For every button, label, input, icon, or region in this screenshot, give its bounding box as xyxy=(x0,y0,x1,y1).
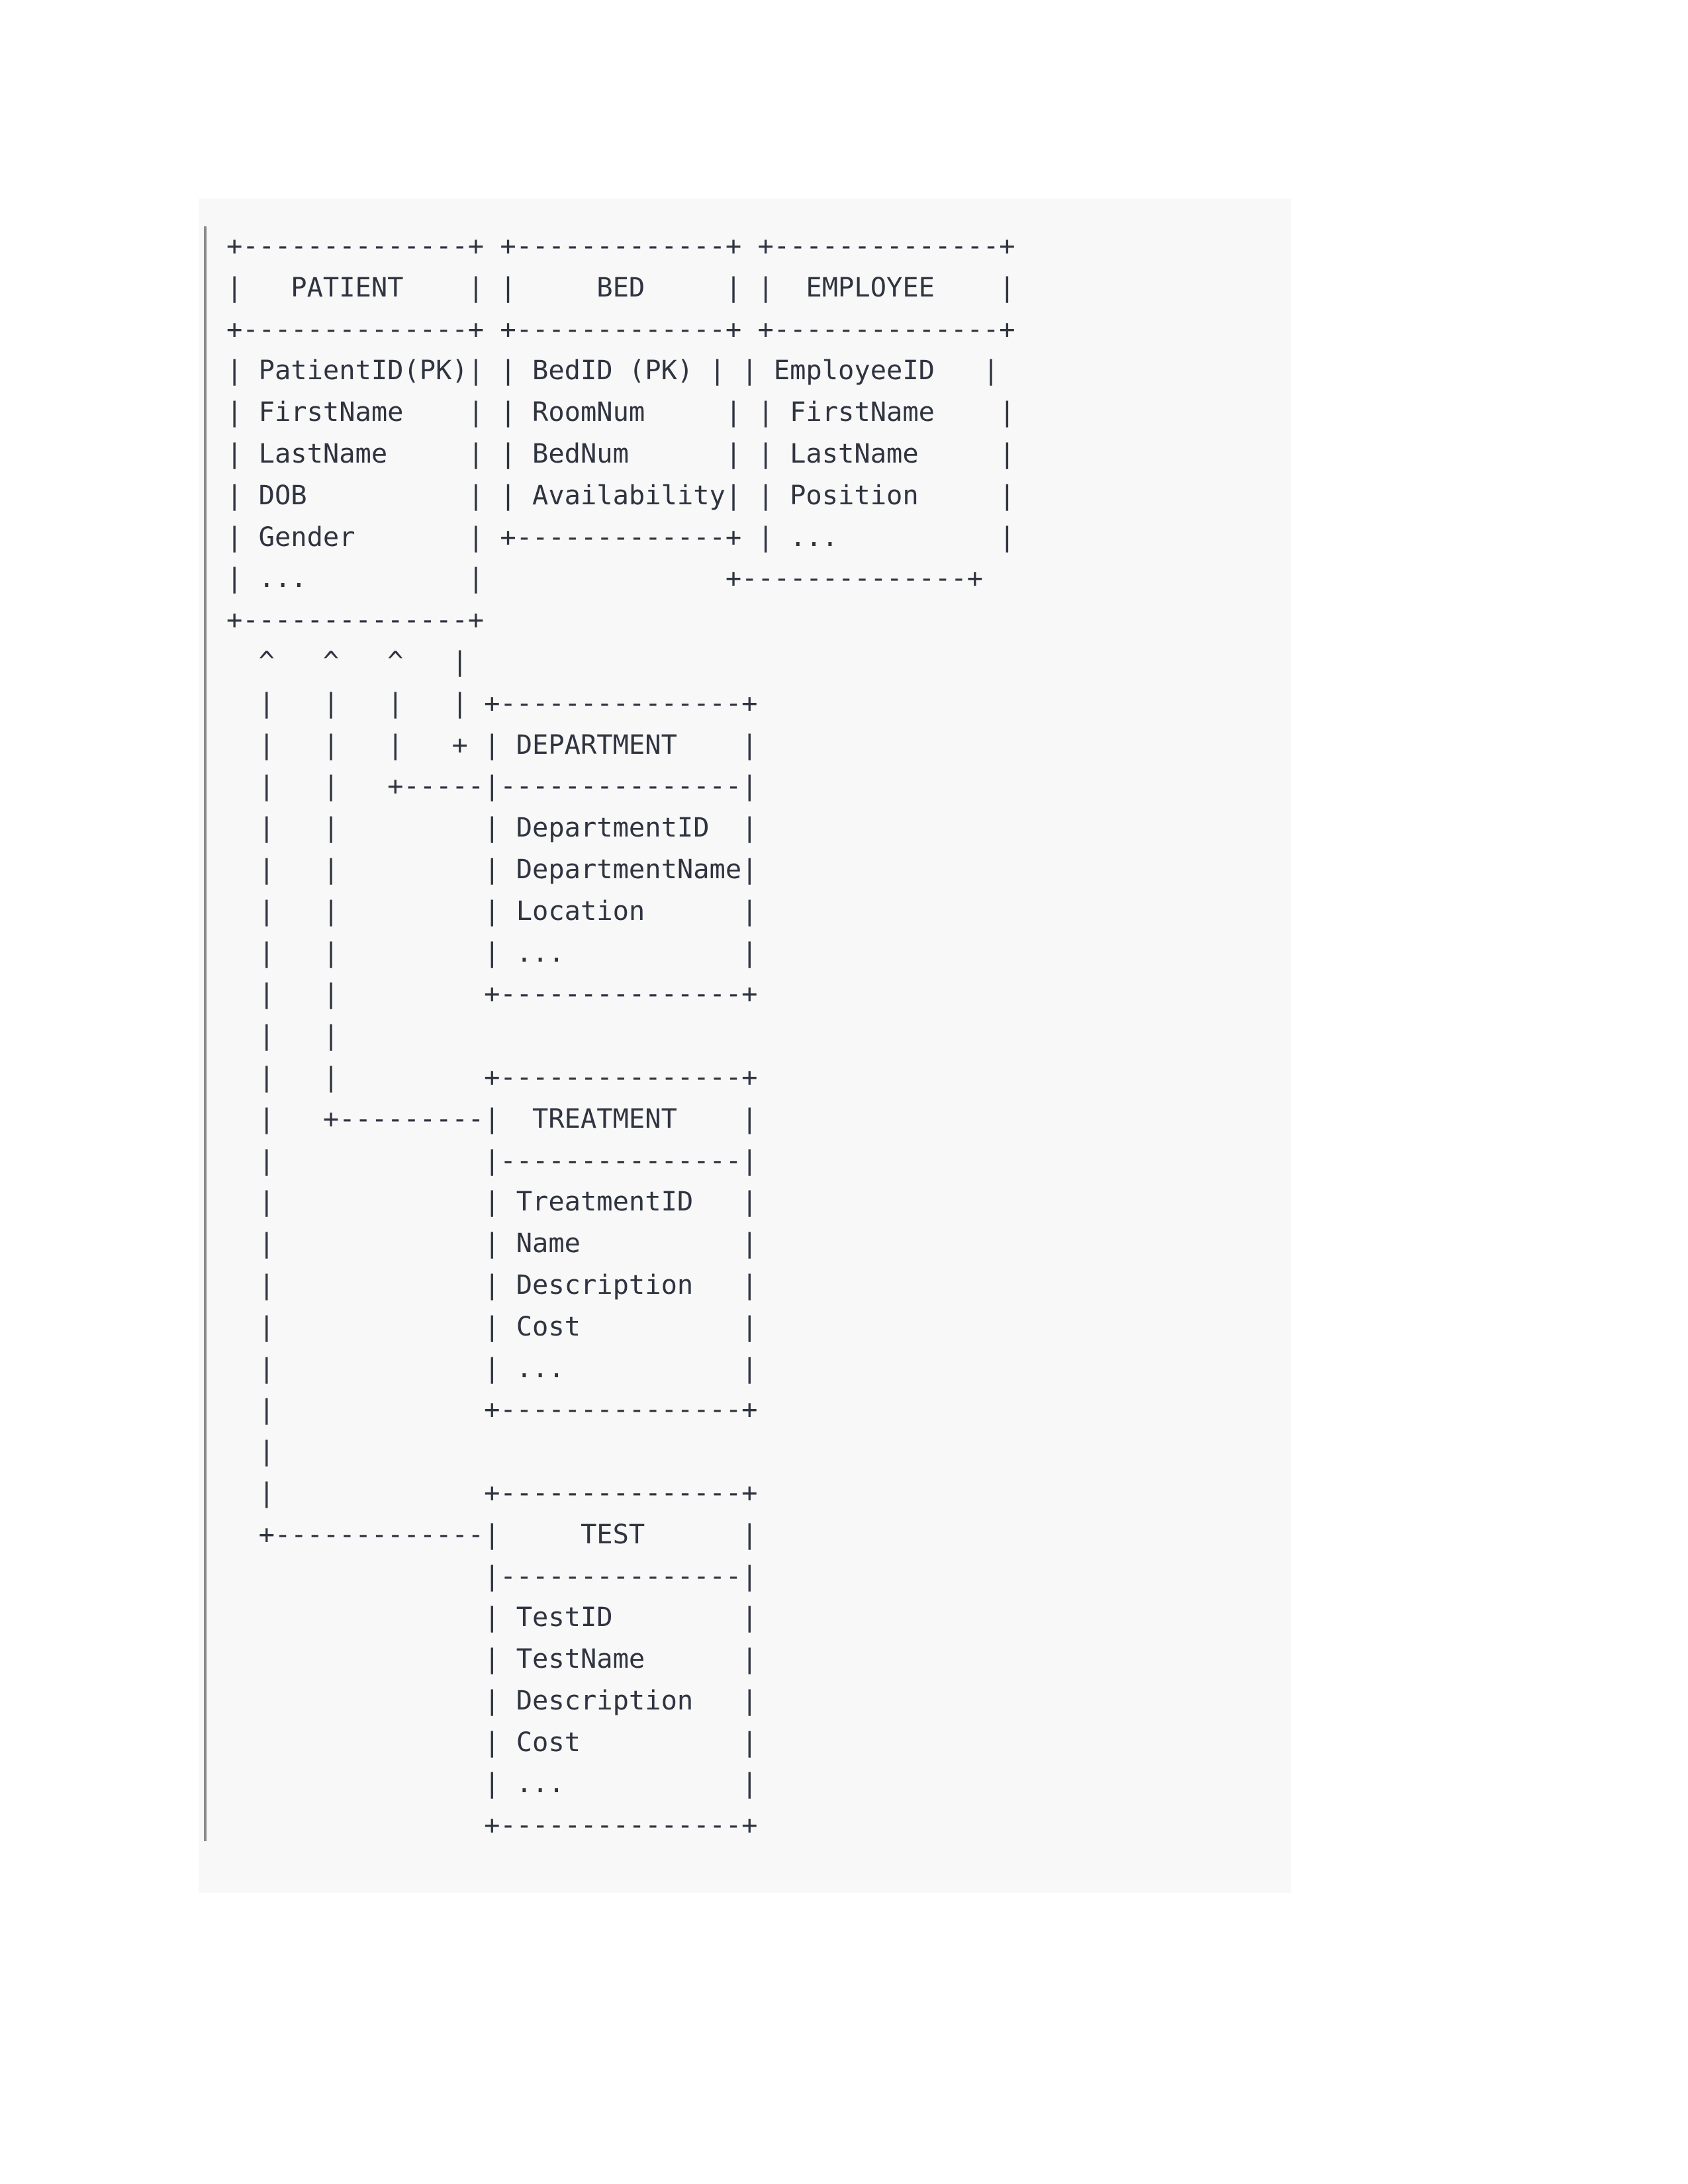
diagram-line: +--------------+ xyxy=(226,604,485,636)
diagram-line: | | TreatmentID | xyxy=(226,1185,758,1218)
diagram-line: | | | | +---------------+ xyxy=(226,686,758,719)
diagram-line: | +---------| TREATMENT | xyxy=(226,1102,758,1134)
diagram-line: | LastName | | BedNum | | LastName | xyxy=(226,437,1015,469)
diagram-line: +--------------+ +-------------+ +------… xyxy=(226,230,1015,261)
diagram-line: | | Cost | xyxy=(226,1310,758,1342)
diagram-line: | | | ... | xyxy=(226,936,758,968)
diagram-line: | ... | xyxy=(226,1767,758,1799)
diagram-line: | | Description | xyxy=(226,1268,758,1300)
diagram-line: | DOB | | Availability| | Position | xyxy=(226,478,1015,511)
diagram-line: | Description | xyxy=(226,1684,758,1716)
diagram-line: | | xyxy=(226,1019,340,1052)
diagram-line: | Cost | xyxy=(226,1725,758,1758)
diagram-line: | | Name | xyxy=(226,1227,758,1259)
diagram-line: | PATIENT | | BED | | EMPLOYEE | xyxy=(226,271,1015,303)
diagram-line: +--------------+ +-------------+ +------… xyxy=(226,312,1015,345)
diagram-line: | TestName | xyxy=(226,1643,758,1675)
diagram-line: |---------------| xyxy=(226,1559,758,1592)
diagram-line: | FirstName | | RoomNum | | FirstName | xyxy=(226,396,1015,428)
diagram-line: +---------------+ xyxy=(226,1809,758,1841)
diagram-line: | | +---------------+ xyxy=(226,1060,758,1093)
diagram-line: | | +-----|---------------| xyxy=(226,770,758,802)
diagram-line: | ... | +--------------+ xyxy=(226,562,983,594)
diagram-line: | PatientID(PK)| | BedID (PK) | | Employ… xyxy=(226,354,1000,387)
diagram-line: | | | DepartmentName| xyxy=(226,852,758,885)
diagram-line: | | ... | xyxy=(226,1351,758,1384)
diagram-line: | +---------------+ xyxy=(226,1476,758,1508)
diagram-line: +-------------| TEST | xyxy=(226,1518,758,1550)
blockquote-bar xyxy=(204,226,207,1841)
diagram-line: | +---------------+ xyxy=(226,1393,758,1426)
code-block-panel: +--------------+ +-------------+ +------… xyxy=(199,199,1291,1893)
diagram-line: | | | + | DEPARTMENT | xyxy=(226,728,758,760)
diagram-line: ^ ^ ^ | xyxy=(226,645,468,677)
diagram-line: | TestID | xyxy=(226,1601,758,1633)
diagram-line: | | | DepartmentID | xyxy=(226,811,758,844)
diagram-line: | |---------------| xyxy=(226,1144,758,1176)
er-diagram-ascii: +--------------+ +-------------+ +------… xyxy=(226,225,1015,1846)
diagram-line: | | +---------------+ xyxy=(226,978,758,1010)
diagram-line: | | | Location | xyxy=(226,894,758,927)
diagram-line: | Gender | +-------------+ | ... | xyxy=(226,520,1015,553)
diagram-line: | xyxy=(226,1435,275,1467)
